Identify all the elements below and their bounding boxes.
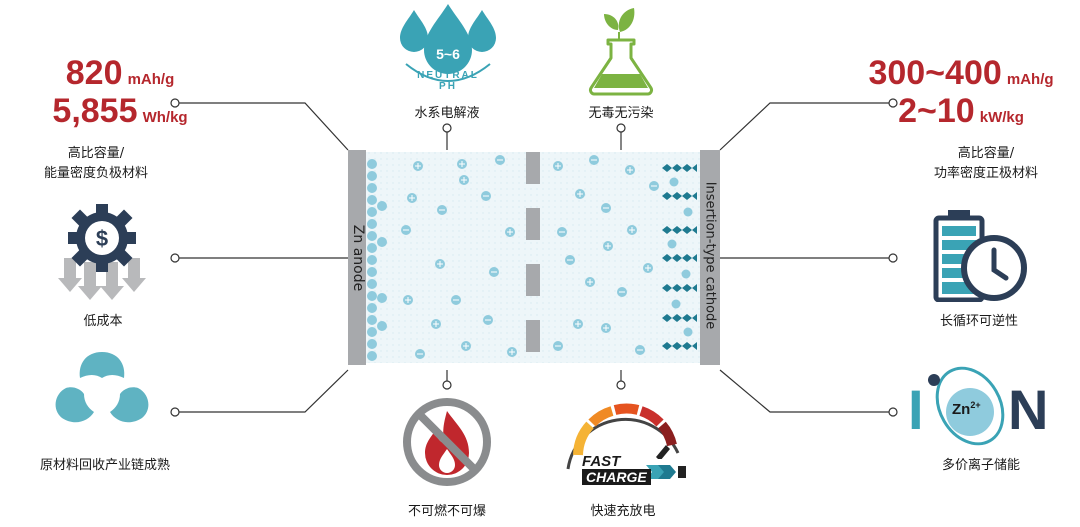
cathode-capacity-unit: mAh/g [1006, 71, 1054, 88]
ion-letter-n: N [1008, 378, 1049, 441]
low-cost-icon: $ [56, 200, 150, 304]
anode-capacity-unit: mAh/g [127, 71, 175, 88]
ion-zn-label: Zn2+ [952, 400, 981, 418]
aqueous-electrolyte-caption: 水系电解液 [414, 106, 480, 121]
ion-letter-i: I [908, 378, 924, 441]
battery-clock-icon [930, 206, 1030, 303]
anode-energy-unit: Wh/kg [142, 109, 188, 126]
svg-text:$: $ [96, 226, 108, 251]
charge-word: CHARGE [582, 469, 651, 485]
low-cost-caption: 低成本 [83, 314, 123, 329]
multivalent-caption: 多价离子储能 [941, 458, 1020, 473]
recycle-caption: 原材料回收产业链成熟 [39, 458, 170, 473]
cathode-caption-line2: 功率密度正极材料 [933, 166, 1038, 181]
non-toxic-caption: 无毒无污染 [588, 106, 654, 121]
fast-charge-icon: FAST CHARGE [560, 395, 690, 491]
no-fire-icon [400, 395, 494, 489]
cathode-specs: 300~400 mAh/g 2~10 kW/kg [856, 56, 1066, 128]
anode-label: Zn anode [350, 224, 366, 292]
long-cycle-caption: 长循环可逆性 [939, 314, 1018, 329]
cathode-power-value: 2~10 [898, 92, 975, 130]
zn-anode-electrode [348, 150, 366, 365]
fast-word: FAST [582, 453, 621, 470]
anode-capacity-value: 820 [65, 54, 123, 92]
anode-caption-line1: 高比容量/ [67, 146, 125, 161]
fast-charge-caption: 快速充放电 [590, 504, 656, 519]
battery-cell: Zn anode Insertion-type cathode [348, 150, 720, 365]
anode-caption: 高比容量/ 能量密度负极材料 [26, 144, 166, 184]
ph-value: 5~6 [436, 46, 460, 62]
separator [526, 152, 540, 352]
cathode-capacity-value: 300~400 [868, 54, 1002, 92]
recycle-icon [52, 348, 152, 444]
cathode-caption-line1: 高比容量/ [957, 146, 1015, 161]
zinc-deposit [367, 159, 387, 361]
cathode-layers [662, 164, 697, 350]
battery-cell-graphic [348, 150, 720, 365]
anode-specs: 820 mAh/g 5,855 Wh/kg [20, 56, 220, 128]
cathode-label: Insertion-type cathode [702, 181, 718, 330]
cathode-power-unit: kW/kg [979, 109, 1024, 126]
cathode-electrode [700, 150, 720, 365]
ion-graphic: I Zn2+ N [904, 360, 1064, 450]
water-drops-icon: 5~6 NEUTRAL PH [392, 2, 504, 98]
ion-signs [403, 159, 657, 355]
neutral-ph-text: NEUTRAL PH [417, 70, 479, 92]
anode-energy-value: 5,855 [52, 92, 138, 130]
anode-caption-line2: 能量密度负极材料 [43, 166, 148, 181]
ion-zn-charge: 2+ [970, 400, 981, 410]
cathode-caption: 高比容量/ 功率密度正极材料 [916, 144, 1056, 184]
ion-zn-symbol: Zn [952, 401, 971, 418]
non-flammable-caption: 不可燃不可爆 [407, 504, 486, 519]
eco-flask-icon [582, 4, 660, 96]
